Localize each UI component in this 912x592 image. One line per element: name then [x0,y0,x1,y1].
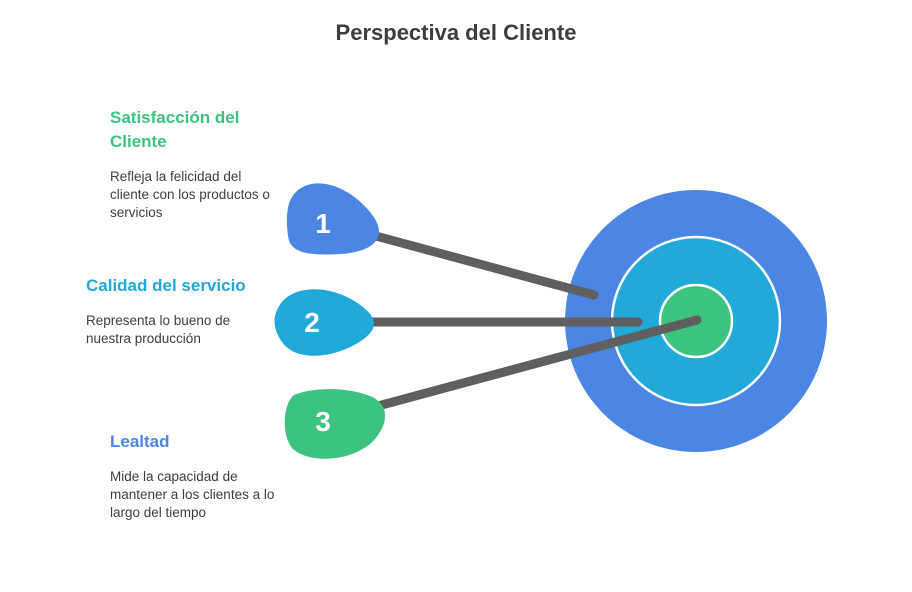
pin-1: 1 [286,183,379,255]
item-title: Calidad del servicio [86,276,246,295]
item-lealtad: Lealtad Mide la capacidad de mantener a … [110,430,280,522]
item-title: Satisfacción del Cliente [110,108,240,151]
item-description: Representa lo bueno de nuestra producció… [86,313,231,346]
item-satisfaccion: Satisfacción del Cliente Refleja la feli… [110,106,280,222]
item-description: Mide la capacidad de mantener a los clie… [110,469,275,520]
pin-number-2: 2 [304,307,320,338]
item-title: Lealtad [110,432,170,451]
pin-number-1: 1 [315,208,331,239]
pin-2: 2 [274,289,374,356]
item-calidad: Calidad del servicio Representa lo bueno… [86,274,256,348]
item-description: Refleja la felicidad del cliente con los… [110,169,270,220]
pin-3: 3 [284,389,386,459]
diagram-title: Perspectiva del Cliente [335,20,577,45]
arrow-stick-3 [373,315,702,411]
arrow-stick-1 [371,231,599,300]
pin-number-3: 3 [315,406,331,437]
